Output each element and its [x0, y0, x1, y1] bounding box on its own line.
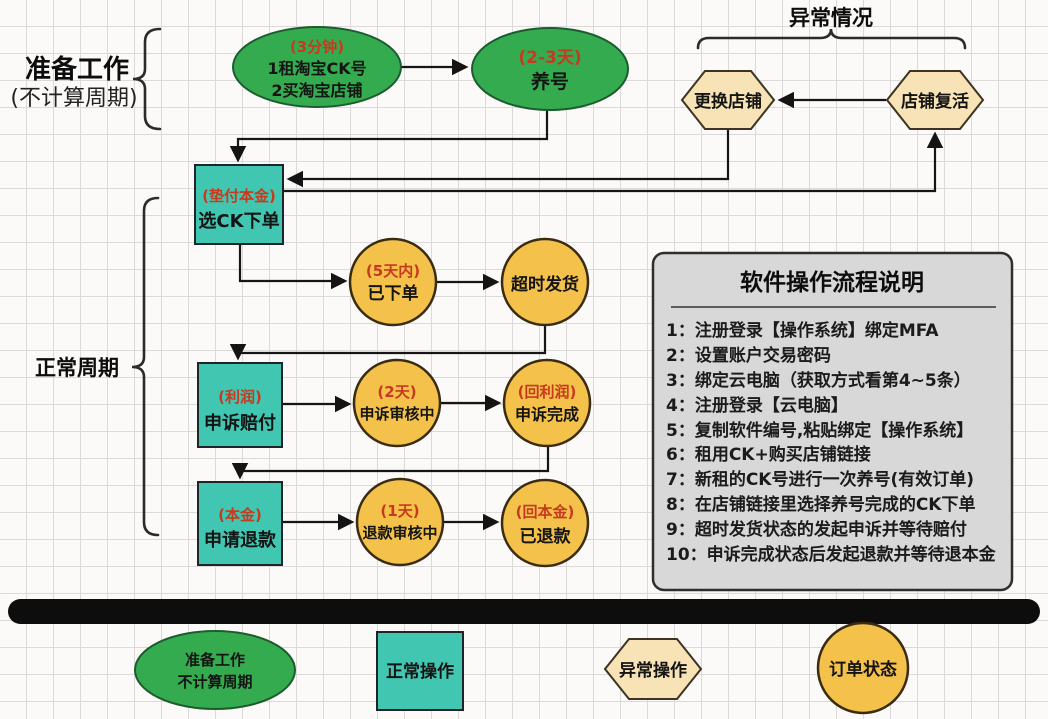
node-appeal-review: (2天) 申诉审核中	[352, 358, 442, 448]
legend-exception: 异常操作	[603, 638, 703, 700]
legend-normal: 正常操作	[376, 631, 464, 711]
refund-review-tag: (1天)	[380, 502, 419, 520]
rent-ck-line1: 1租淘宝CK号	[267, 59, 366, 78]
exception-group-brace	[696, 28, 967, 50]
instruction-item-9: 9：超时发货状态的发起申诉并等待赔付	[666, 519, 967, 540]
nurture-line1: 养号	[530, 70, 569, 93]
node-refund-request: (本金) 申请退款	[197, 481, 283, 566]
node-order-ck: (垫付本金) 选CK下单	[194, 164, 284, 245]
node-overtime-shipping: 超时发货	[500, 237, 590, 327]
appeal-review-tag: (2天)	[377, 383, 416, 401]
appeal-done-label: 申诉完成	[515, 405, 579, 424]
exception-group-label: 异常情况	[789, 6, 873, 30]
legend-normal-label: 正常操作	[386, 661, 454, 682]
appeal-tag: (利润)	[218, 388, 262, 406]
edge-orderck-to-shoprevive	[283, 131, 944, 193]
node-appeal-compensation: (利润) 申诉赔付	[197, 362, 283, 448]
node-swap-shop: 更换店铺	[680, 70, 776, 130]
instructions-box	[651, 251, 1014, 592]
instructions-title: 软件操作流程说明	[740, 269, 924, 296]
instruction-item-2: 2：设置账户交易密码	[666, 345, 831, 366]
swap-shop-hexagon	[680, 70, 776, 130]
node-refunded: (回本金) 已退款	[500, 478, 590, 568]
legend-status: 订单状态	[816, 621, 910, 715]
ordered-tag: (5天内)	[366, 262, 420, 280]
legend-prep-line1: 准备工作	[185, 651, 245, 669]
ordered-circle	[348, 237, 438, 327]
appeal-done-circle	[502, 358, 592, 448]
refunded-label: 已退款	[520, 526, 572, 547]
legend-normal-square	[376, 631, 464, 711]
instruction-item-1: 1：注册登录【操作系统】绑定MFA	[666, 320, 939, 341]
refund-review-label: 退款审核中	[362, 524, 437, 542]
swap-shop-label: 更换店铺	[694, 91, 762, 112]
order-ck-rect	[194, 164, 284, 245]
instruction-item-3: 3：绑定云电脑（获取方式看第4~5条）	[666, 370, 971, 391]
overtime-label: 超时发货	[511, 274, 579, 295]
shop-revive-hexagon	[885, 70, 985, 130]
instructions-panel: 软件操作流程说明 1：注册登录【操作系统】绑定MFA 2：设置账户交易密码 3：…	[651, 251, 1014, 592]
node-refund-review: (1天) 退款审核中	[355, 477, 445, 567]
rent-ck-tag: (3分钟)	[290, 38, 344, 56]
appeal-rect	[197, 362, 283, 448]
legend-exception-hexagon	[603, 638, 703, 700]
normal-cycle-label: 正常周期	[35, 356, 119, 380]
refund-rect	[197, 481, 283, 566]
prep-group-brace	[132, 27, 162, 131]
legend-divider-bar	[8, 599, 1040, 624]
refund-tag: (本金)	[218, 506, 262, 524]
nurture-ellipse	[471, 27, 629, 111]
instruction-item-7: 7：新租的CK号进行一次养号(有效订单)	[666, 469, 974, 490]
instruction-item-5: 5：复制软件编号,粘贴绑定【操作系统】	[666, 420, 973, 441]
legend-status-label: 订单状态	[829, 659, 897, 680]
appeal-review-circle	[352, 358, 442, 448]
node-shop-revive: 店铺复活	[885, 70, 985, 130]
legend-exception-label: 异常操作	[619, 660, 687, 681]
node-rent-ck: (3分钟) 1租淘宝CK号 2买淘宝店铺	[232, 26, 402, 108]
refunded-tag: (回本金)	[516, 503, 575, 521]
refund-review-circle	[355, 477, 445, 567]
instruction-item-6: 6：租用CK+购买店铺链接	[666, 444, 871, 465]
instruction-item-4: 4：注册登录【云电脑】	[666, 395, 848, 416]
node-ordered: (5天内) 已下单	[348, 237, 438, 327]
refunded-circle	[500, 478, 590, 568]
edge-orderck-to-ordered	[238, 244, 348, 290]
legend-prep-line2: 不计算周期	[177, 673, 252, 691]
prep-group-label: 准备工作	[25, 55, 129, 85]
appeal-label: 申诉赔付	[204, 412, 276, 434]
legend-prep-ellipse	[134, 630, 296, 710]
shop-revive-label: 店铺复活	[901, 91, 969, 112]
ordered-label: 已下单	[368, 283, 419, 304]
overtime-circle	[500, 237, 590, 327]
instruction-item-8: 8：在店铺链接里选择养号完成的CK下单	[666, 494, 975, 515]
node-appeal-done: (回利润) 申诉完成	[502, 358, 592, 448]
order-ck-label: 选CK下单	[198, 210, 279, 232]
appeal-done-tag: (回利润)	[518, 383, 577, 401]
order-ck-tag: (垫付本金)	[202, 187, 276, 205]
node-nurture: (2-3天) 养号	[471, 27, 629, 111]
normal-cycle-brace	[131, 196, 160, 537]
legend-prep: 准备工作 不计算周期	[134, 630, 296, 710]
instruction-item-10: 10：申诉完成状态后发起退款并等待退本金	[666, 544, 997, 565]
edge-swapshop-to-orderck	[286, 129, 730, 188]
nurture-tag: (2-3天)	[518, 48, 581, 68]
edge-nurture-to-orderck	[229, 110, 549, 163]
refund-label: 申请退款	[204, 529, 277, 551]
edge-appealdone-to-refund	[231, 446, 550, 480]
prep-group-sublabel: (不计算周期)	[10, 86, 137, 111]
legend-status-circle	[816, 621, 910, 715]
rent-ck-line2: 2买淘宝店铺	[271, 81, 362, 100]
rent-ck-ellipse	[232, 26, 402, 108]
edge-overtime-to-appeal	[229, 325, 547, 361]
appeal-review-label: 申诉审核中	[359, 405, 434, 423]
legend: 准备工作 不计算周期 正常操作 异常操作 订单状态	[134, 621, 910, 715]
